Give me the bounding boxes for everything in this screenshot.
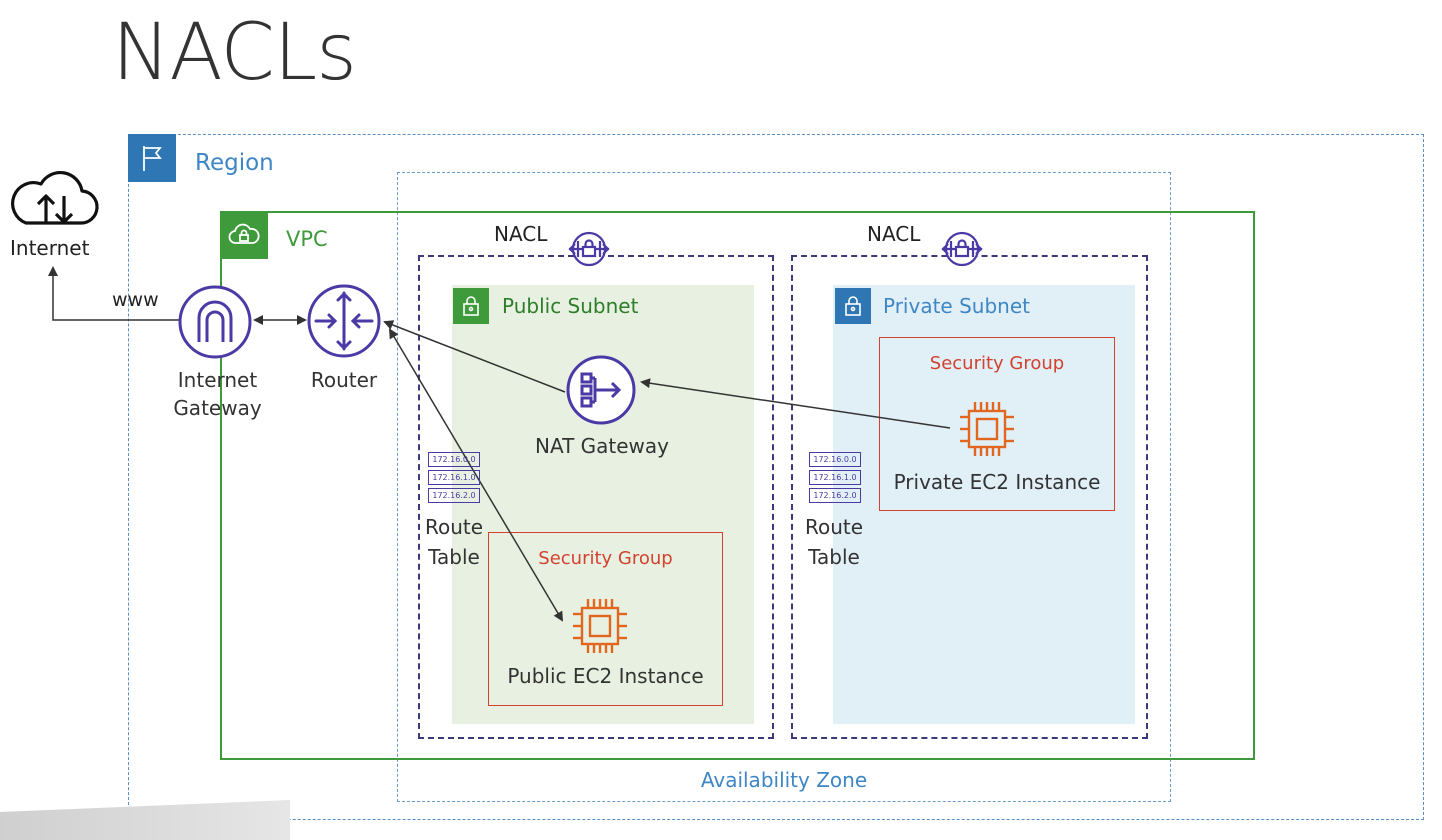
availability-zone-label: Availability Zone (700, 768, 868, 792)
igw-to-internet-line (48, 266, 180, 321)
router-label: Router (310, 368, 378, 392)
padlock-icon (835, 288, 871, 324)
cloud-lock-icon (220, 211, 268, 259)
flag-icon (128, 134, 176, 182)
private-ec2-label: Private EC2 Instance (893, 470, 1101, 494)
internet-label: Internet (10, 236, 90, 260)
private-subnet-area (833, 285, 1135, 724)
ec2-chip-icon (955, 397, 1019, 465)
route-table-icon: 172.16.0.0 172.16.1.0 172.16.2.0 (428, 452, 480, 503)
route-table-icon: 172.16.0.0 172.16.1.0 172.16.2.0 (809, 452, 861, 503)
vpc-label: VPC (286, 227, 328, 251)
route-table-label-line2: Table (808, 545, 860, 569)
public-ec2-label: Public EC2 Instance (507, 664, 704, 688)
private-subnet-label: Private Subnet (883, 294, 1030, 318)
ec2-chip-icon (568, 594, 632, 662)
nat-to-router-line (383, 320, 566, 393)
internet-gateway-label-line1: Internet (177, 368, 258, 392)
route-entry: 172.16.2.0 (428, 488, 480, 503)
nacl-label-right: NACL (867, 222, 921, 246)
route-entry: 172.16.0.0 (809, 452, 861, 467)
route-entry: 172.16.2.0 (809, 488, 861, 503)
cloud-upload-download-icon (8, 166, 102, 234)
internet-gateway-label: Internet Gateway (160, 366, 275, 422)
nat-gateway-label: NAT Gateway (534, 434, 669, 458)
www-label: www (112, 289, 159, 311)
route-table-label-left: Route Table (418, 512, 490, 572)
nacl-icon (563, 230, 615, 272)
private-ec2-to-nat-line (640, 378, 951, 429)
route-table-label-line2: Table (428, 545, 480, 569)
security-group-private (879, 337, 1115, 511)
nacl-label-left: NACL (494, 222, 548, 246)
public-subnet-label: Public Subnet (502, 294, 639, 318)
nat-gateway-icon (565, 354, 637, 430)
region-boundary (128, 134, 1424, 820)
nacl-icon (936, 230, 988, 272)
vpc-boundary (220, 211, 1255, 760)
security-group-label-private: Security Group (929, 353, 1065, 374)
route-table-label-line1: Route (804, 515, 864, 539)
page-title: NACLs (112, 8, 357, 98)
internet-gateway-icon (177, 284, 253, 364)
route-table-label-right: Route Table (798, 512, 870, 572)
route-entry: 172.16.0.0 (428, 452, 480, 467)
route-table-label-line1: Route (424, 515, 484, 539)
router-icon (306, 283, 382, 363)
route-entry: 172.16.1.0 (809, 470, 861, 485)
region-label: Region (195, 150, 274, 176)
padlock-icon (453, 288, 489, 324)
security-group-label-public: Security Group (538, 548, 673, 569)
internet-gateway-label-line2: Gateway (173, 396, 262, 420)
router-public-ec2-line (388, 328, 564, 622)
route-entry: 172.16.1.0 (428, 470, 480, 485)
